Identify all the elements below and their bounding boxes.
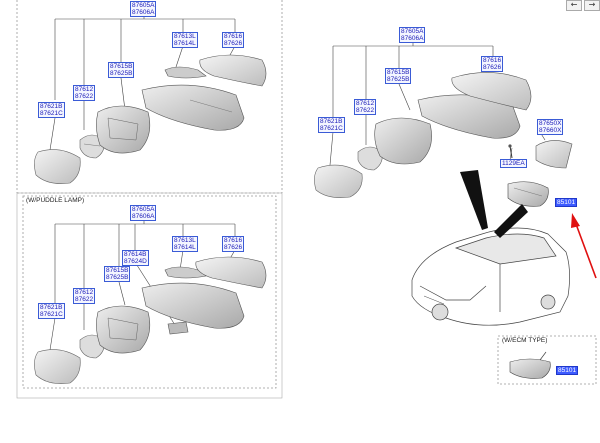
right-mirror-glass	[314, 164, 363, 198]
forward-button[interactable]: →	[584, 0, 600, 11]
inside-rear-view-mirror	[507, 181, 549, 207]
back-button[interactable]: ←	[566, 0, 582, 11]
right-screw	[508, 144, 513, 159]
label-1129EA[interactable]: 1129EA	[500, 159, 527, 168]
left-bottom-panel-border	[22, 195, 277, 389]
puddle-lamp-caption: (W/PUDDLE LAMP)	[26, 197, 85, 204]
right-mirror-cover	[535, 140, 573, 169]
left-bottom-mirror-glass	[34, 349, 81, 384]
ecm-mirror	[509, 351, 551, 379]
left-bottom-mirror-frame	[79, 334, 105, 359]
pointer-arrows	[460, 170, 528, 238]
left-bottom-mirror-housing	[96, 305, 151, 354]
right-mirror-body	[417, 94, 521, 139]
ecm-panel-border	[497, 335, 597, 385]
right-mirror-housing	[374, 117, 432, 165]
left-top-mirror-glass	[34, 149, 81, 184]
label-85101-inside-mirror[interactable]: 85101	[555, 198, 578, 207]
right-mirror-frame	[357, 146, 383, 171]
label-85101-ecm[interactable]: 85101	[556, 366, 579, 375]
left-top-mirror-cap	[199, 54, 267, 87]
right-mirror-cap	[451, 72, 532, 111]
red-arrow	[571, 213, 597, 279]
left-bottom-mirror-cap	[195, 256, 267, 289]
left-top-mirror-frame	[79, 134, 105, 159]
left-outer-border	[16, 192, 283, 399]
left-bottom-mirror-body	[141, 282, 245, 329]
left-bottom-mirror-cover	[164, 266, 207, 279]
left-bottom-puddle-lamp	[167, 321, 189, 335]
leader-lines	[49, 13, 546, 351]
left-top-mirror-body	[141, 84, 245, 131]
left-top-mirror-cover	[164, 66, 207, 79]
car-illustration	[411, 227, 570, 326]
left-top-mirror-housing	[96, 105, 151, 154]
ecm-caption: (W/ECM TYPE)	[502, 337, 548, 344]
